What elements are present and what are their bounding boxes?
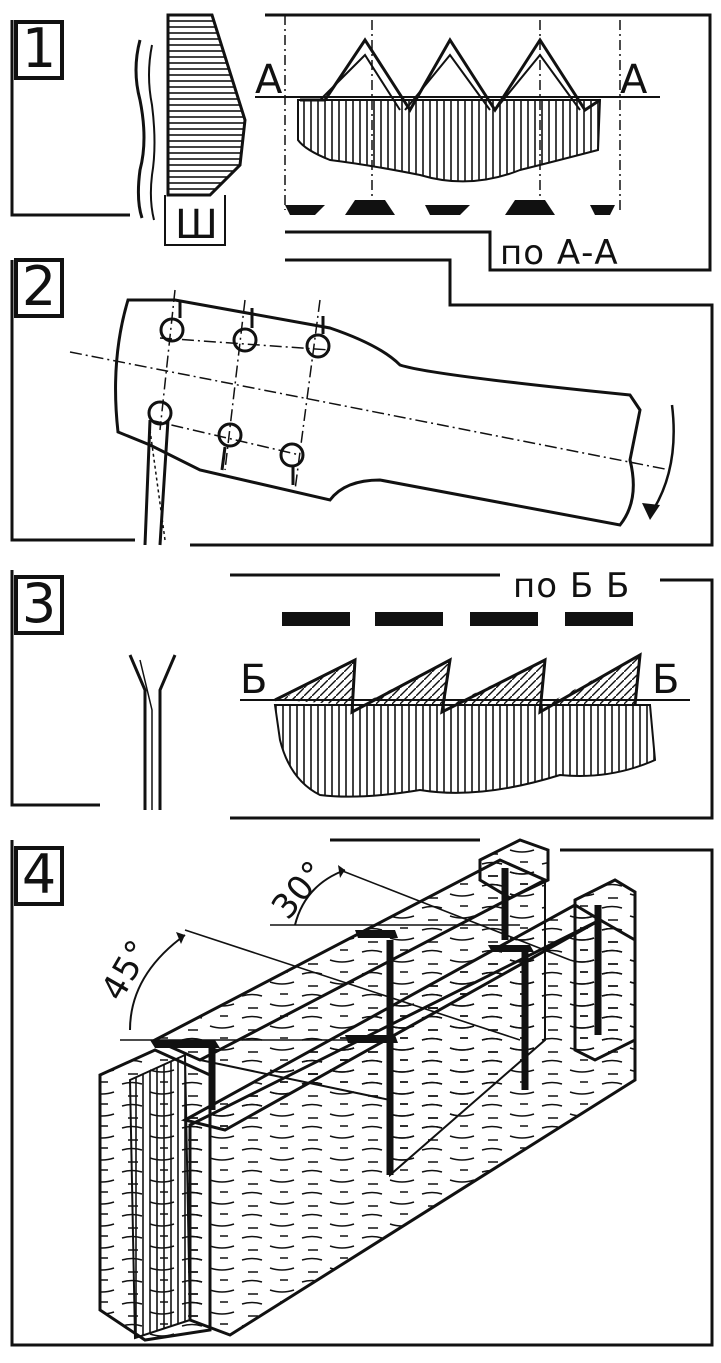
section-letter-b-left: Б xyxy=(240,657,269,703)
panel-3 xyxy=(10,570,714,820)
panel-4 xyxy=(10,838,714,1347)
panel-number-3: 3 xyxy=(14,575,64,635)
section-caption-a-a: по А-А xyxy=(500,233,619,273)
panel-number-4: 4 xyxy=(14,846,64,906)
section-caption-b-b: по Б Б xyxy=(513,566,631,606)
panel-2 xyxy=(10,258,714,547)
width-mark: Ш xyxy=(175,202,219,248)
panel-number-1: 1 xyxy=(14,20,64,80)
panel-1 xyxy=(10,13,712,272)
section-letter-a-right: А xyxy=(620,57,649,103)
panel-number-2: 2 xyxy=(14,258,64,318)
section-letter-b-right: Б xyxy=(652,657,681,703)
section-letter-a-left: А xyxy=(255,57,284,103)
